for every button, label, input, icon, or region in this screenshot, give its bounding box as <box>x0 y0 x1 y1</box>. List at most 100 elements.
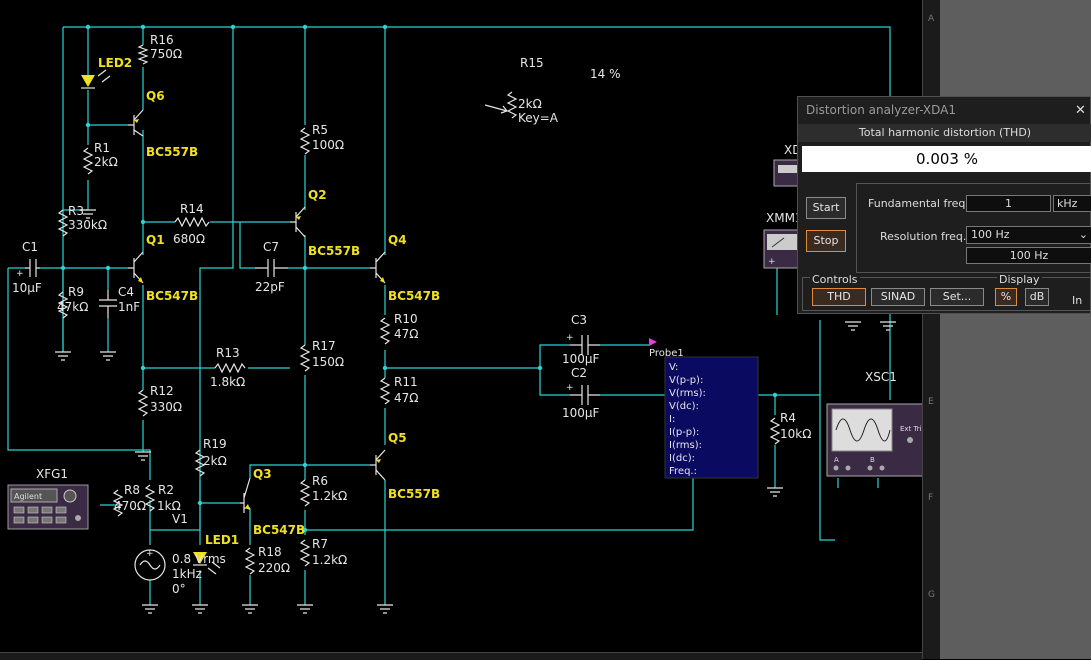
transistor-q4 <box>370 251 386 284</box>
transistor-q3 <box>240 477 251 513</box>
xmm1-instrument[interactable]: XMM1 + <box>763 211 803 269</box>
bottom-ruler <box>0 652 922 660</box>
svg-text:100µF: 100µF <box>562 352 600 366</box>
fund-freq-unit[interactable]: kHz <box>1053 195 1091 212</box>
svg-text:XSC1: XSC1 <box>865 370 897 384</box>
percent-button[interactable]: % <box>995 288 1017 306</box>
svg-text:Agilent: Agilent <box>14 492 42 501</box>
svg-text:V(rms):: V(rms): <box>669 388 706 399</box>
chevron-down-icon: ⌄ <box>1078 228 1088 241</box>
resistor-r6 <box>299 479 311 507</box>
svg-text:Q1: Q1 <box>146 233 165 247</box>
capacitor-c1 <box>25 259 40 277</box>
thd-reading: 0.003 % <box>802 146 1091 172</box>
svg-text:R15: R15 <box>520 56 544 70</box>
resistor-r5 <box>299 127 311 155</box>
svg-text:+: + <box>566 333 574 343</box>
svg-text:+: + <box>146 549 154 559</box>
controls-group <box>802 277 1091 311</box>
svg-text:100Ω: 100Ω <box>312 138 344 152</box>
svg-text:Ext Trig: Ext Trig <box>900 425 922 433</box>
svg-text:+: + <box>16 269 24 279</box>
svg-text:R9: R9 <box>68 285 84 299</box>
probe-readout: V: V(p-p): V(rms): V(dc): I: I(p-p): I(r… <box>669 362 706 477</box>
svg-text:C3: C3 <box>571 313 587 327</box>
svg-text:680Ω: 680Ω <box>173 232 205 246</box>
svg-text:2kΩ: 2kΩ <box>94 155 118 169</box>
svg-text:R1: R1 <box>94 141 110 155</box>
svg-text:C2: C2 <box>571 366 587 380</box>
svg-text:R12: R12 <box>150 384 174 398</box>
resistor-r9 <box>57 291 69 319</box>
svg-text:R16: R16 <box>150 33 174 47</box>
db-button[interactable]: dB <box>1025 288 1049 306</box>
svg-text:R3: R3 <box>68 204 84 218</box>
svg-text:C7: C7 <box>263 240 279 254</box>
start-button[interactable]: Start <box>806 197 846 219</box>
sinad-button[interactable]: SINAD <box>871 288 925 306</box>
svg-text:XFG1: XFG1 <box>36 467 68 481</box>
xda1-instrument[interactable]: XD <box>773 143 801 187</box>
svg-text:Q3: Q3 <box>253 467 272 481</box>
svg-text:0°: 0° <box>172 582 186 596</box>
resistor-r2 <box>144 484 156 512</box>
potentiometer-r15 <box>484 91 518 119</box>
svg-text:47kΩ: 47kΩ <box>57 300 88 314</box>
svg-text:1.2kΩ: 1.2kΩ <box>312 553 347 567</box>
v1-source-symbol: + <box>134 549 166 581</box>
set-button[interactable]: Set... <box>930 288 984 306</box>
svg-text:R4: R4 <box>780 411 796 425</box>
resistor-r14 <box>174 216 210 228</box>
res-freq-select[interactable]: 100 Hz ⌄ <box>966 226 1091 244</box>
svg-text:V(p-p):: V(p-p): <box>669 375 703 386</box>
transistor-q1 <box>128 251 144 284</box>
res-freq-selected: 100 Hz <box>971 228 1010 241</box>
led1-symbol <box>193 552 221 575</box>
stop-button[interactable]: Stop <box>806 230 846 252</box>
resistor-r13 <box>214 362 246 374</box>
fund-freq-input[interactable]: 1 <box>966 195 1051 212</box>
fund-freq-label: Fundamental freq. <box>868 197 969 210</box>
svg-text:330kΩ: 330kΩ <box>68 218 107 232</box>
thd-header: Total harmonic distortion (THD) <box>798 124 1091 142</box>
svg-text:V(dc):: V(dc): <box>669 401 699 412</box>
capacitor-c7 <box>255 259 288 277</box>
resistor-r10 <box>379 317 391 345</box>
xsc1-instrument[interactable]: XSC1 Ext Trig A B <box>826 370 926 477</box>
controls-label: Controls <box>810 273 860 286</box>
svg-text:C1: C1 <box>22 240 38 254</box>
svg-text:R2: R2 <box>158 483 174 497</box>
svg-text:R14: R14 <box>180 202 204 216</box>
svg-text:47Ω: 47Ω <box>394 327 418 341</box>
svg-text:22pF: 22pF <box>255 280 285 294</box>
svg-text:150Ω: 150Ω <box>312 355 344 369</box>
svg-text:R11: R11 <box>394 375 418 389</box>
svg-text:Probe1: Probe1 <box>649 348 684 359</box>
resistor-r18 <box>244 547 256 575</box>
thd-button[interactable]: THD <box>812 288 866 306</box>
in-label: In <box>1072 294 1083 307</box>
svg-text:R8: R8 <box>124 483 140 497</box>
svg-text:330Ω: 330Ω <box>150 400 182 414</box>
close-icon[interactable]: ✕ <box>1075 103 1086 118</box>
ground-symbols <box>55 209 896 614</box>
svg-text:Key=A: Key=A <box>518 111 559 125</box>
svg-text:BC557B: BC557B <box>388 487 440 501</box>
svg-text:R19: R19 <box>203 437 227 451</box>
resistor-r4 <box>769 417 781 445</box>
window-title: Distortion analyzer-XDA1 <box>806 103 957 117</box>
svg-text:C4: C4 <box>118 285 134 299</box>
capacitor-c4 <box>99 290 117 318</box>
svg-text:+: + <box>768 257 776 267</box>
xfg1-instrument[interactable]: XFG1 Agilent <box>7 467 89 530</box>
resistor-r17 <box>299 344 311 372</box>
probe1[interactable]: Probe1 V: V(p-p): V(rms): V(dc): I: I(p-… <box>649 338 759 479</box>
svg-text:V1: V1 <box>172 512 188 526</box>
svg-text:750Ω: 750Ω <box>150 47 182 61</box>
svg-text:R17: R17 <box>312 339 336 353</box>
res-freq-label: Resolution freq. <box>880 230 967 243</box>
svg-text:Q4: Q4 <box>388 233 407 247</box>
distortion-analyzer-window[interactable]: Distortion analyzer-XDA1 ✕ Total harmoni… <box>797 96 1091 314</box>
resistors <box>57 44 781 575</box>
schematic-svg[interactable]: + R16 750Ω LED2 Q6 BC557B R1 2kΩ R3 330k… <box>0 0 926 652</box>
